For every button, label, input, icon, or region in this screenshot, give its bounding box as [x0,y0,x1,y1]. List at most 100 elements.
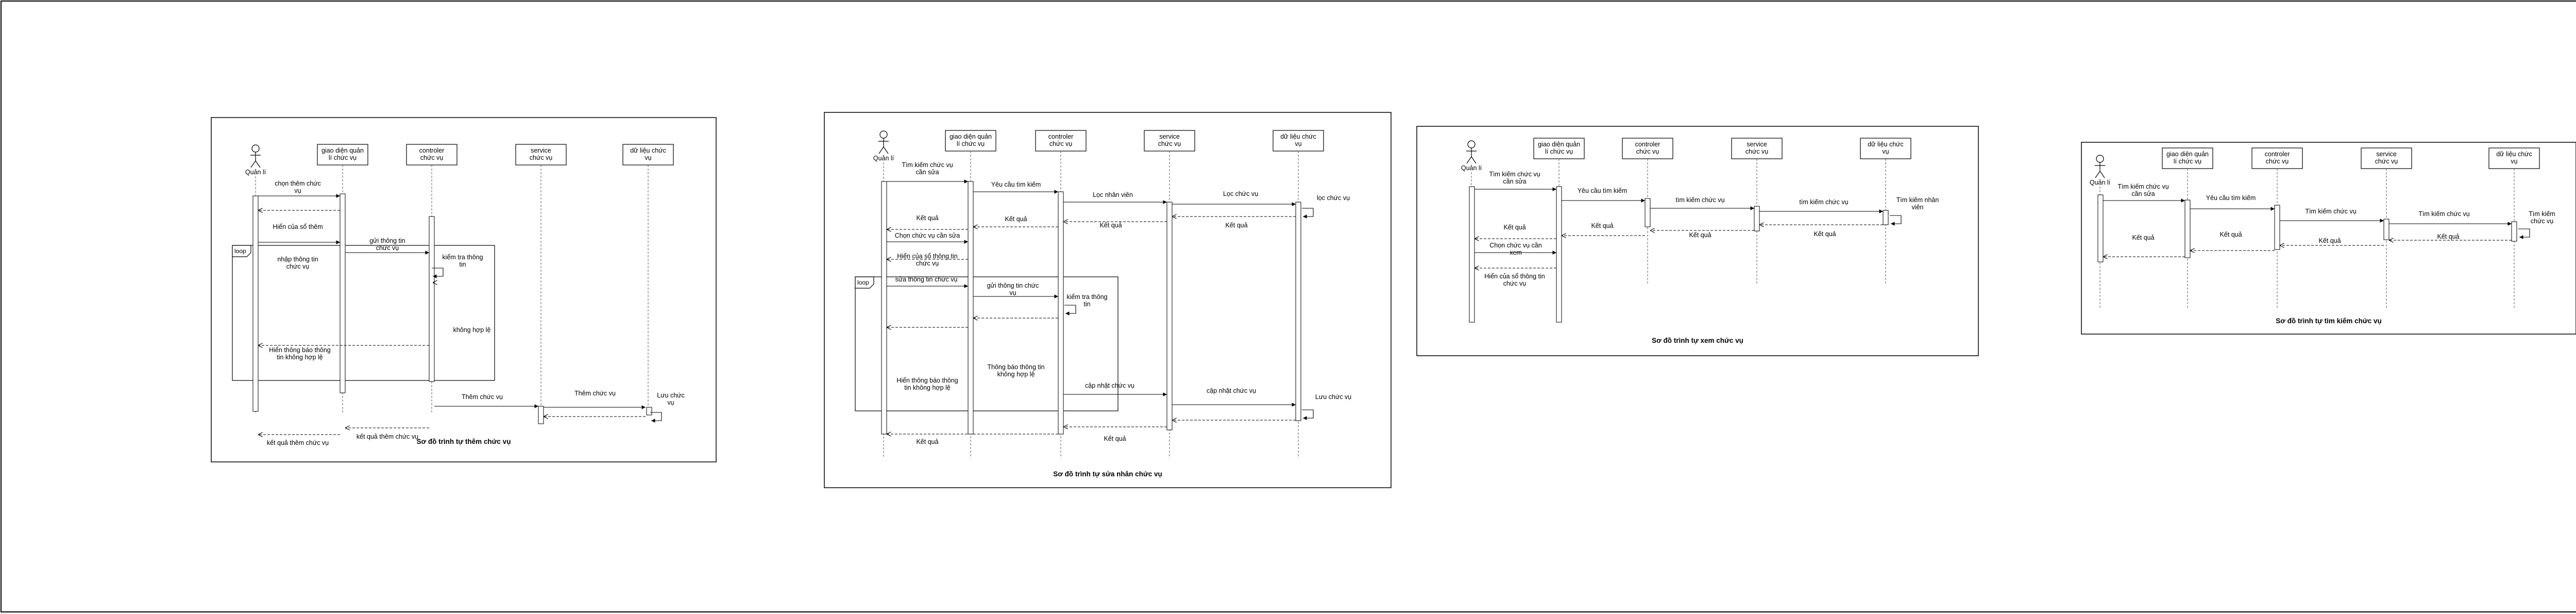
message-label: Thêm chức vụ [574,390,616,397]
actor-label: Quản lí [873,155,894,162]
message: Chọn chức vụ cần sửa [887,232,968,244]
activation-bar [881,181,887,435]
message-label: Kết quả [2437,233,2459,240]
diagram-title: Sơ đồ trình tự thêm chức vụ [417,438,511,445]
activation-bar [1295,202,1301,421]
diagram-frame [2081,142,2576,335]
actor-icon [878,130,889,154]
message-label: Kết quả [1814,230,1836,238]
message-label: cập nhật chức vụ [1207,387,1256,394]
message-label: Hiển của sổ thông tin [1484,273,1545,280]
message: sửa thông tin chức vụ [887,276,968,288]
participant-label: chức vụ [1049,140,1073,147]
actor-icon [2095,155,2105,178]
message-label: Tìm kiếm chức vụ [2117,183,2168,190]
message: Kết quả [2280,237,2384,245]
participant-label: chức vụ [1636,148,1659,155]
message: Lọc nhân viên [1063,191,1167,204]
self-message-arrow [432,268,444,278]
participant-label: lí chức vụ [2174,158,2201,165]
self-message-arrow [1064,305,1076,316]
activation-bar [1645,198,1651,227]
message-label: Chọn chức vụ cần [1489,242,1542,249]
message-label: kết quả thêm chức vụ [357,433,418,440]
message-label: tìm kiếm chức vụ [1675,196,1724,204]
message-label: Kết quả [1099,222,1122,229]
message: Kết quả [1759,225,1883,238]
participant-label: vụ [1882,148,1889,155]
participant-label: controler [1635,141,1660,148]
actor-icon [1466,140,1477,164]
message-label: Lọc chức vụ [1223,190,1258,197]
message: cập nhật chức vụ [1063,382,1167,396]
message: Kết quả [2389,233,2512,240]
message-label: cần sửa [1503,178,1526,185]
participant-label: service [1747,141,1767,148]
message-label: gửi thông tin chức [987,282,1039,289]
message-label: chọn thêm chức [275,180,321,187]
self-message-arrow [650,412,662,423]
message: Yêu cầu tìm kiếm [973,181,1058,194]
message: Tìm kiếm chức vụ [2389,210,2512,226]
activation-bar [1883,210,1889,225]
message: Hiển của sổ thêm [258,210,340,230]
message-label: Hiển của sổ thông tin [897,253,957,260]
message-label: tin [1083,301,1090,308]
participant-label: lí chức vụ [957,140,985,147]
participant-label: giao diện quản [1538,141,1580,148]
message-label: vụ [294,187,301,194]
message: Kết quả [1063,222,1167,229]
activation-bar [968,181,974,435]
message-label: lọc chức vụ [1317,194,1350,202]
message: Yêu cầu tìm kiếm [2190,194,2275,211]
message: tìm kiếm chức vụ [1650,196,1754,210]
message-label: sửa thông tin chức vụ [895,276,958,283]
activation-bar [340,193,346,393]
loop-fragment [232,245,495,381]
message-label: vụ [667,399,674,406]
actor-label: Quản lí [2090,179,2111,186]
message-label: chức vụ [2531,218,2554,225]
message: Kết quả [1562,222,1645,236]
activation-bar [2184,200,2191,258]
participant-label: vụ [2511,158,2517,165]
message-label: tìm kiếm chức vụ [1799,198,1848,206]
message-label: chức vụ [376,244,399,252]
fragment-label: loop [857,279,869,286]
activation-bar [1469,186,1475,323]
participant-label: service [531,147,551,154]
message: Kết quả [1063,427,1167,442]
actor-label: Quản lí [1461,164,1482,172]
message-label: không hợp lệ [997,371,1035,378]
message-label: Kết quả [916,438,938,445]
activation-bar [646,407,652,416]
participant-label: giao diện quản [2166,151,2209,158]
message: Kết quả [1172,217,1296,229]
actor-label: Quản lí [245,169,266,176]
participant-label: chức vụ [2375,158,2398,165]
message: lọc chức vụ [1302,194,1350,219]
participant-label: lí chức vụ [329,154,357,161]
message-label: Hiển của sổ thêm [273,223,323,230]
participant-label: chức vụ [1158,140,1181,147]
message-label: Thêm chức vụ [462,393,503,401]
message-label: Kết quả [1005,215,1027,223]
message-label: cần sửa [916,169,939,176]
message-label: cập nhật chức vụ [1085,382,1134,389]
